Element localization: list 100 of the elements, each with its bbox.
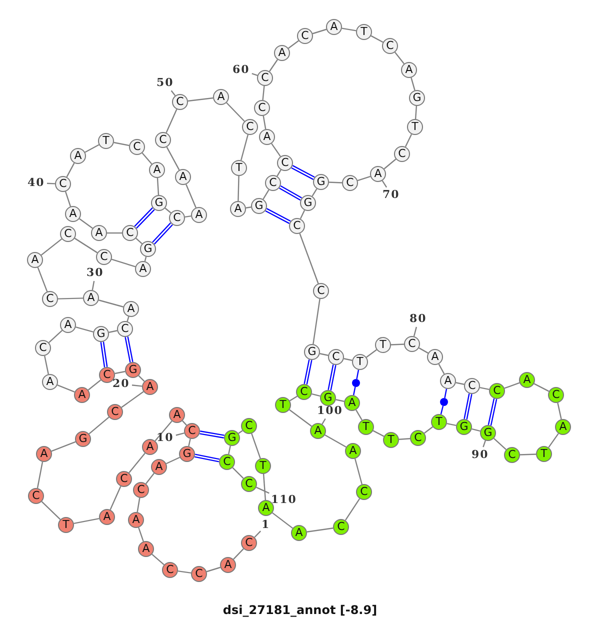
nucleotide-circle: A — [344, 395, 360, 411]
nucleotide-circle: G — [125, 362, 141, 378]
pair-dot — [440, 398, 448, 406]
nucleotide-circle: A — [169, 407, 185, 423]
backbone-line — [88, 380, 102, 390]
nucleotide-circle: C — [265, 175, 281, 191]
nucleotide-circle: G — [456, 419, 472, 435]
base-pair-line — [304, 358, 312, 386]
backbone-line — [40, 238, 62, 256]
leader-line — [413, 326, 418, 336]
backbone-line — [44, 356, 49, 374]
leader-line — [252, 72, 258, 76]
nucleotide-circle: A — [142, 439, 158, 455]
backbone-line — [366, 349, 377, 358]
base-pair-line — [356, 370, 360, 380]
nucleotide-circle: C — [410, 430, 426, 446]
nucleotide-circle: A — [175, 169, 191, 185]
backbone-line — [76, 326, 94, 332]
nucleotide-circle: C — [297, 28, 313, 44]
nucleotide-circle: A — [83, 290, 99, 306]
backbone-line — [438, 364, 445, 374]
nucleotide-circle: A — [42, 374, 58, 390]
backbone-line — [184, 215, 192, 218]
nucleotide-circle: C — [107, 404, 123, 420]
backbone-line — [357, 176, 371, 182]
nucleotide-circle: A — [27, 252, 43, 268]
position-number: 50 — [156, 77, 174, 89]
leader-line — [382, 180, 388, 188]
nucleotide-circle: T — [58, 517, 74, 533]
nucleotide-circle: C — [254, 100, 270, 116]
nucleotide-circle: C — [404, 336, 420, 352]
position-number: 100 — [317, 405, 343, 417]
backbone-line — [37, 267, 48, 292]
nucleotide-circle: T — [255, 458, 271, 474]
backbone-line — [188, 97, 214, 102]
nucleotide-circle: C — [313, 283, 329, 299]
nucleotide-circle: T — [358, 419, 374, 435]
nucleotide-circle: A — [191, 207, 207, 223]
backbone-line — [312, 188, 318, 197]
nucleotide-circle: A — [36, 446, 52, 462]
nucleotide-circle: G — [304, 344, 320, 360]
nucleotide-circle: T — [356, 24, 372, 40]
backbone-line — [240, 134, 248, 160]
nucleotide-circle: G — [93, 326, 109, 342]
nucleotide-circle: A — [128, 512, 144, 528]
nucleotide-circle: A — [213, 89, 229, 105]
backbone-line — [418, 347, 428, 354]
nucleotide-circle: C — [133, 482, 149, 498]
leader-line — [46, 182, 56, 184]
backbone-line — [156, 178, 160, 196]
nucleotide-circle: C — [162, 562, 178, 578]
backbone-line — [384, 158, 396, 170]
nucleotide-circle: C — [28, 488, 44, 504]
backbone-line — [114, 370, 126, 374]
nucleotide-circle: T — [98, 133, 114, 149]
backbone-line — [289, 409, 312, 427]
backbone-line — [246, 206, 252, 208]
nucleotide-circle: A — [65, 206, 81, 222]
backbone-line — [41, 501, 61, 520]
backbone-line — [472, 428, 480, 432]
nucleotide-circle: C — [382, 38, 398, 54]
backbone-line — [272, 512, 293, 529]
backbone-line — [142, 152, 152, 164]
base-pair-line — [464, 393, 472, 420]
nucleotide-circle: G — [320, 390, 336, 406]
backbone-line — [424, 426, 433, 434]
base-pair-line — [152, 222, 174, 245]
backbone-line — [336, 399, 344, 402]
backbone-line — [251, 433, 261, 459]
backbone-line — [262, 474, 266, 500]
nucleotide-circle: A — [258, 500, 274, 516]
base-pair-line — [199, 430, 225, 438]
backbone-line — [312, 28, 327, 34]
nucleotide-circle: G — [300, 195, 316, 211]
nucleotide-circle: G — [313, 174, 329, 190]
backbone-line — [372, 430, 384, 437]
base-pair-line — [290, 164, 316, 180]
nucleotide-circle: C — [241, 418, 257, 434]
backbone-line — [480, 386, 490, 390]
nucleotide-circle: G — [179, 446, 195, 462]
backbone-line — [370, 35, 384, 43]
nucleotide-circle: A — [555, 419, 571, 435]
nucleotide-circle: T — [536, 446, 552, 462]
nucleotide-circle: C — [241, 535, 257, 551]
base-pair-line — [444, 388, 448, 398]
nucleotide-circle: G — [409, 90, 425, 106]
backbone-line — [226, 102, 245, 122]
nucleotide-circle: T — [352, 354, 368, 370]
nucleotide-circle: T — [275, 397, 291, 413]
nucleotide-circle: A — [220, 557, 236, 573]
leader-line — [254, 530, 262, 538]
backbone-line — [145, 472, 155, 484]
nucleotide-circle: C — [55, 176, 71, 192]
nucleotide-circle: A — [401, 62, 417, 78]
backbone-line — [114, 142, 130, 146]
backbone-line — [262, 86, 265, 100]
nucleotide-circle: C — [394, 146, 410, 162]
backbone-line — [36, 462, 44, 488]
backbone-line — [262, 190, 270, 200]
backbone-line — [404, 134, 412, 148]
